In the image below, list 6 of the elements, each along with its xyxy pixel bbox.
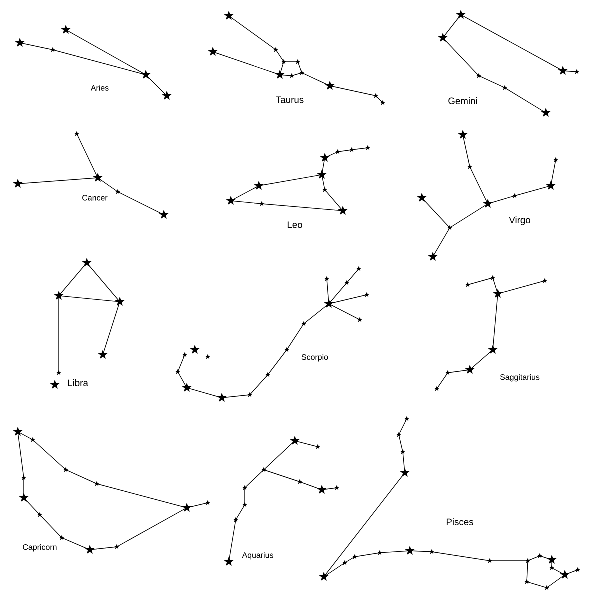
- constellation-label: Gemini: [448, 98, 478, 104]
- constellation-label: Virgo: [509, 216, 530, 226]
- constellation-label: Pisces: [446, 518, 474, 526]
- constellation-label: Taurus: [276, 96, 304, 104]
- constellation-label: Libra: [68, 380, 88, 386]
- constellation-label: Leo: [288, 222, 302, 228]
